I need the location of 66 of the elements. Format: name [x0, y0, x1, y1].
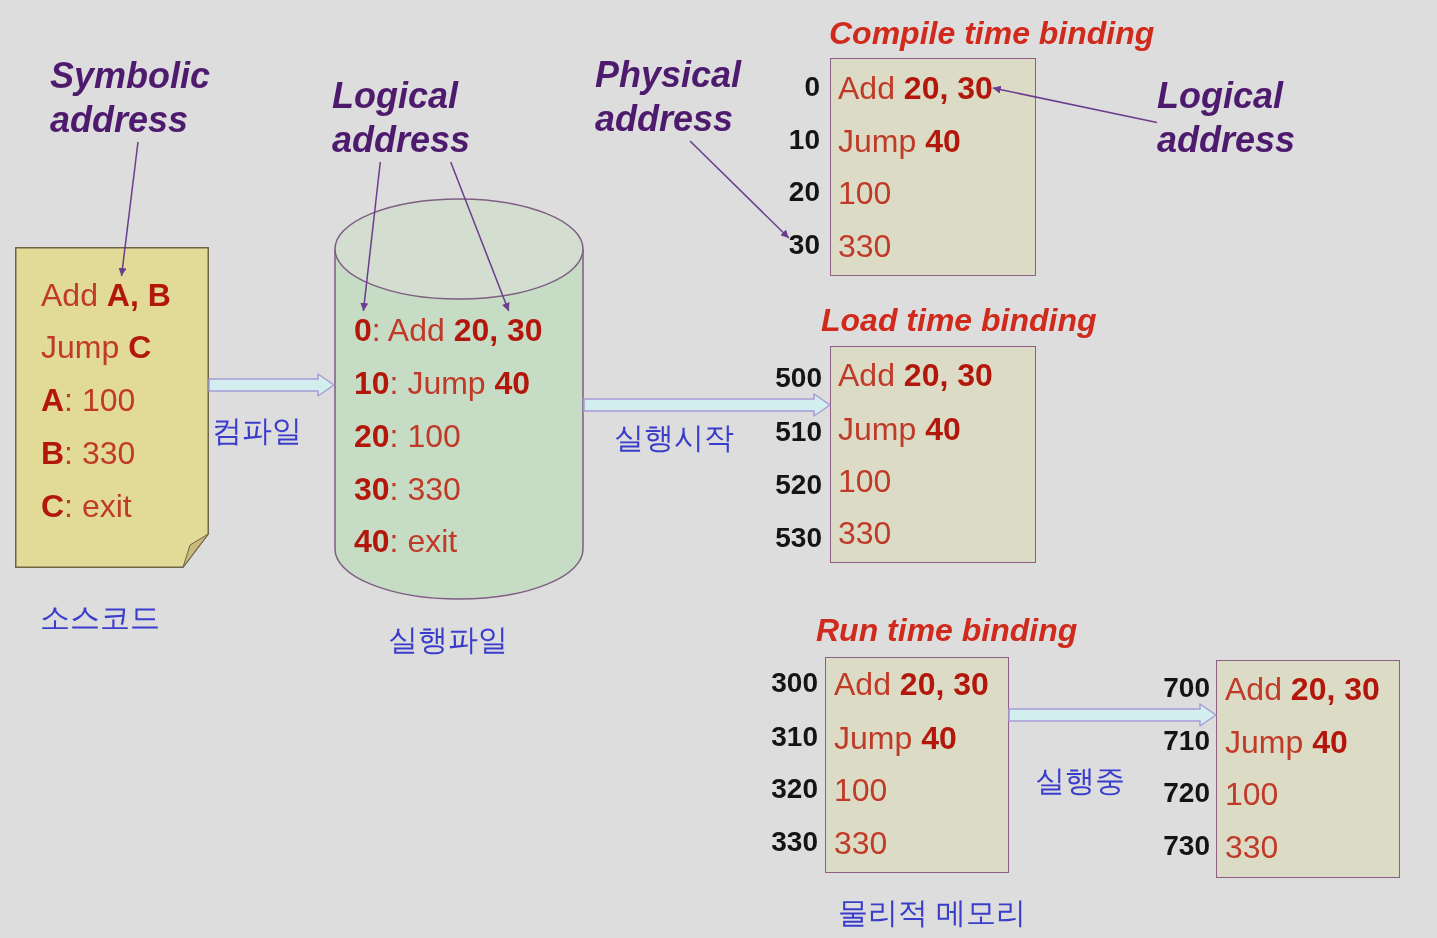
leader-arrow [449, 161, 510, 312]
address-number: 710 [1163, 727, 1210, 755]
block-arrow [583, 393, 831, 417]
code-line: B: 330 [41, 434, 136, 472]
leader-arrow [118, 141, 139, 277]
annotation-label: Logical address [332, 74, 471, 162]
code-line: Jump C [41, 328, 152, 366]
address-number: 330 [771, 828, 818, 856]
code-line: Add 20, 30 [834, 665, 989, 703]
code-line: 330 [838, 514, 892, 552]
address-number: 0 [804, 73, 820, 101]
code-line: Add 20, 30 [1225, 670, 1380, 708]
address-number: 730 [1163, 832, 1210, 860]
code-line: 30: 330 [354, 470, 461, 508]
code-line: C: exit [41, 487, 132, 525]
code-line: 330 [838, 227, 892, 265]
block-arrow [1008, 703, 1217, 727]
code-line: Add 20, 30 [838, 69, 993, 107]
code-line: Add A, B [41, 276, 171, 314]
binding-heading: Load time binding [821, 301, 1097, 339]
address-number: 510 [775, 418, 822, 446]
edge-label: 컴파일 [212, 413, 302, 449]
code-line: 100 [834, 771, 888, 809]
code-line: 0: Add 20, 30 [354, 311, 543, 349]
code-line: 100 [838, 462, 892, 500]
address-number: 700 [1163, 674, 1210, 702]
code-line: A: 100 [41, 381, 136, 419]
annotation-label: Logical address [1157, 74, 1296, 162]
leader-arrow [992, 85, 1158, 124]
node-label: 물리적 메모리 [838, 895, 1027, 931]
node-label: 소스코드 [40, 600, 160, 636]
leader-arrow [689, 140, 790, 239]
code-line: Jump 40 [838, 122, 961, 160]
address-number: 500 [775, 364, 822, 392]
document-page [15, 247, 209, 568]
code-line: Add 20, 30 [838, 356, 993, 394]
address-number: 530 [775, 524, 822, 552]
code-line: Jump 40 [1225, 723, 1348, 761]
code-line: 330 [834, 824, 888, 862]
edge-label: 실행중 [1035, 763, 1125, 799]
address-number: 520 [775, 471, 822, 499]
binding-heading: Run time binding [816, 611, 1078, 649]
code-line: Jump 40 [838, 410, 961, 448]
edge-label: 실행시작 [614, 420, 734, 456]
code-line: 10: Jump 40 [354, 364, 531, 402]
binding-heading: Compile time binding [829, 14, 1155, 52]
code-line: 40: exit [354, 522, 458, 560]
annotation-label: Physical address [595, 53, 742, 141]
code-line: 100 [1225, 775, 1279, 813]
code-line: 20: 100 [354, 417, 461, 455]
address-number: 300 [771, 669, 818, 697]
code-line: 100 [838, 174, 892, 212]
cylinder [334, 198, 584, 600]
node-label: 실행파일 [388, 622, 508, 658]
address-number: 320 [771, 775, 818, 803]
leader-arrow [360, 161, 382, 312]
address-number: 310 [771, 723, 818, 751]
address-number: 720 [1163, 779, 1210, 807]
address-number: 30 [788, 231, 820, 259]
annotation-label: Symbolic address [50, 54, 211, 142]
code-line: 330 [1225, 828, 1279, 866]
address-number: 20 [788, 178, 820, 206]
memory-box [1216, 660, 1400, 878]
block-arrow [208, 373, 335, 397]
address-number: 10 [788, 126, 820, 154]
code-line: Jump 40 [834, 719, 957, 757]
